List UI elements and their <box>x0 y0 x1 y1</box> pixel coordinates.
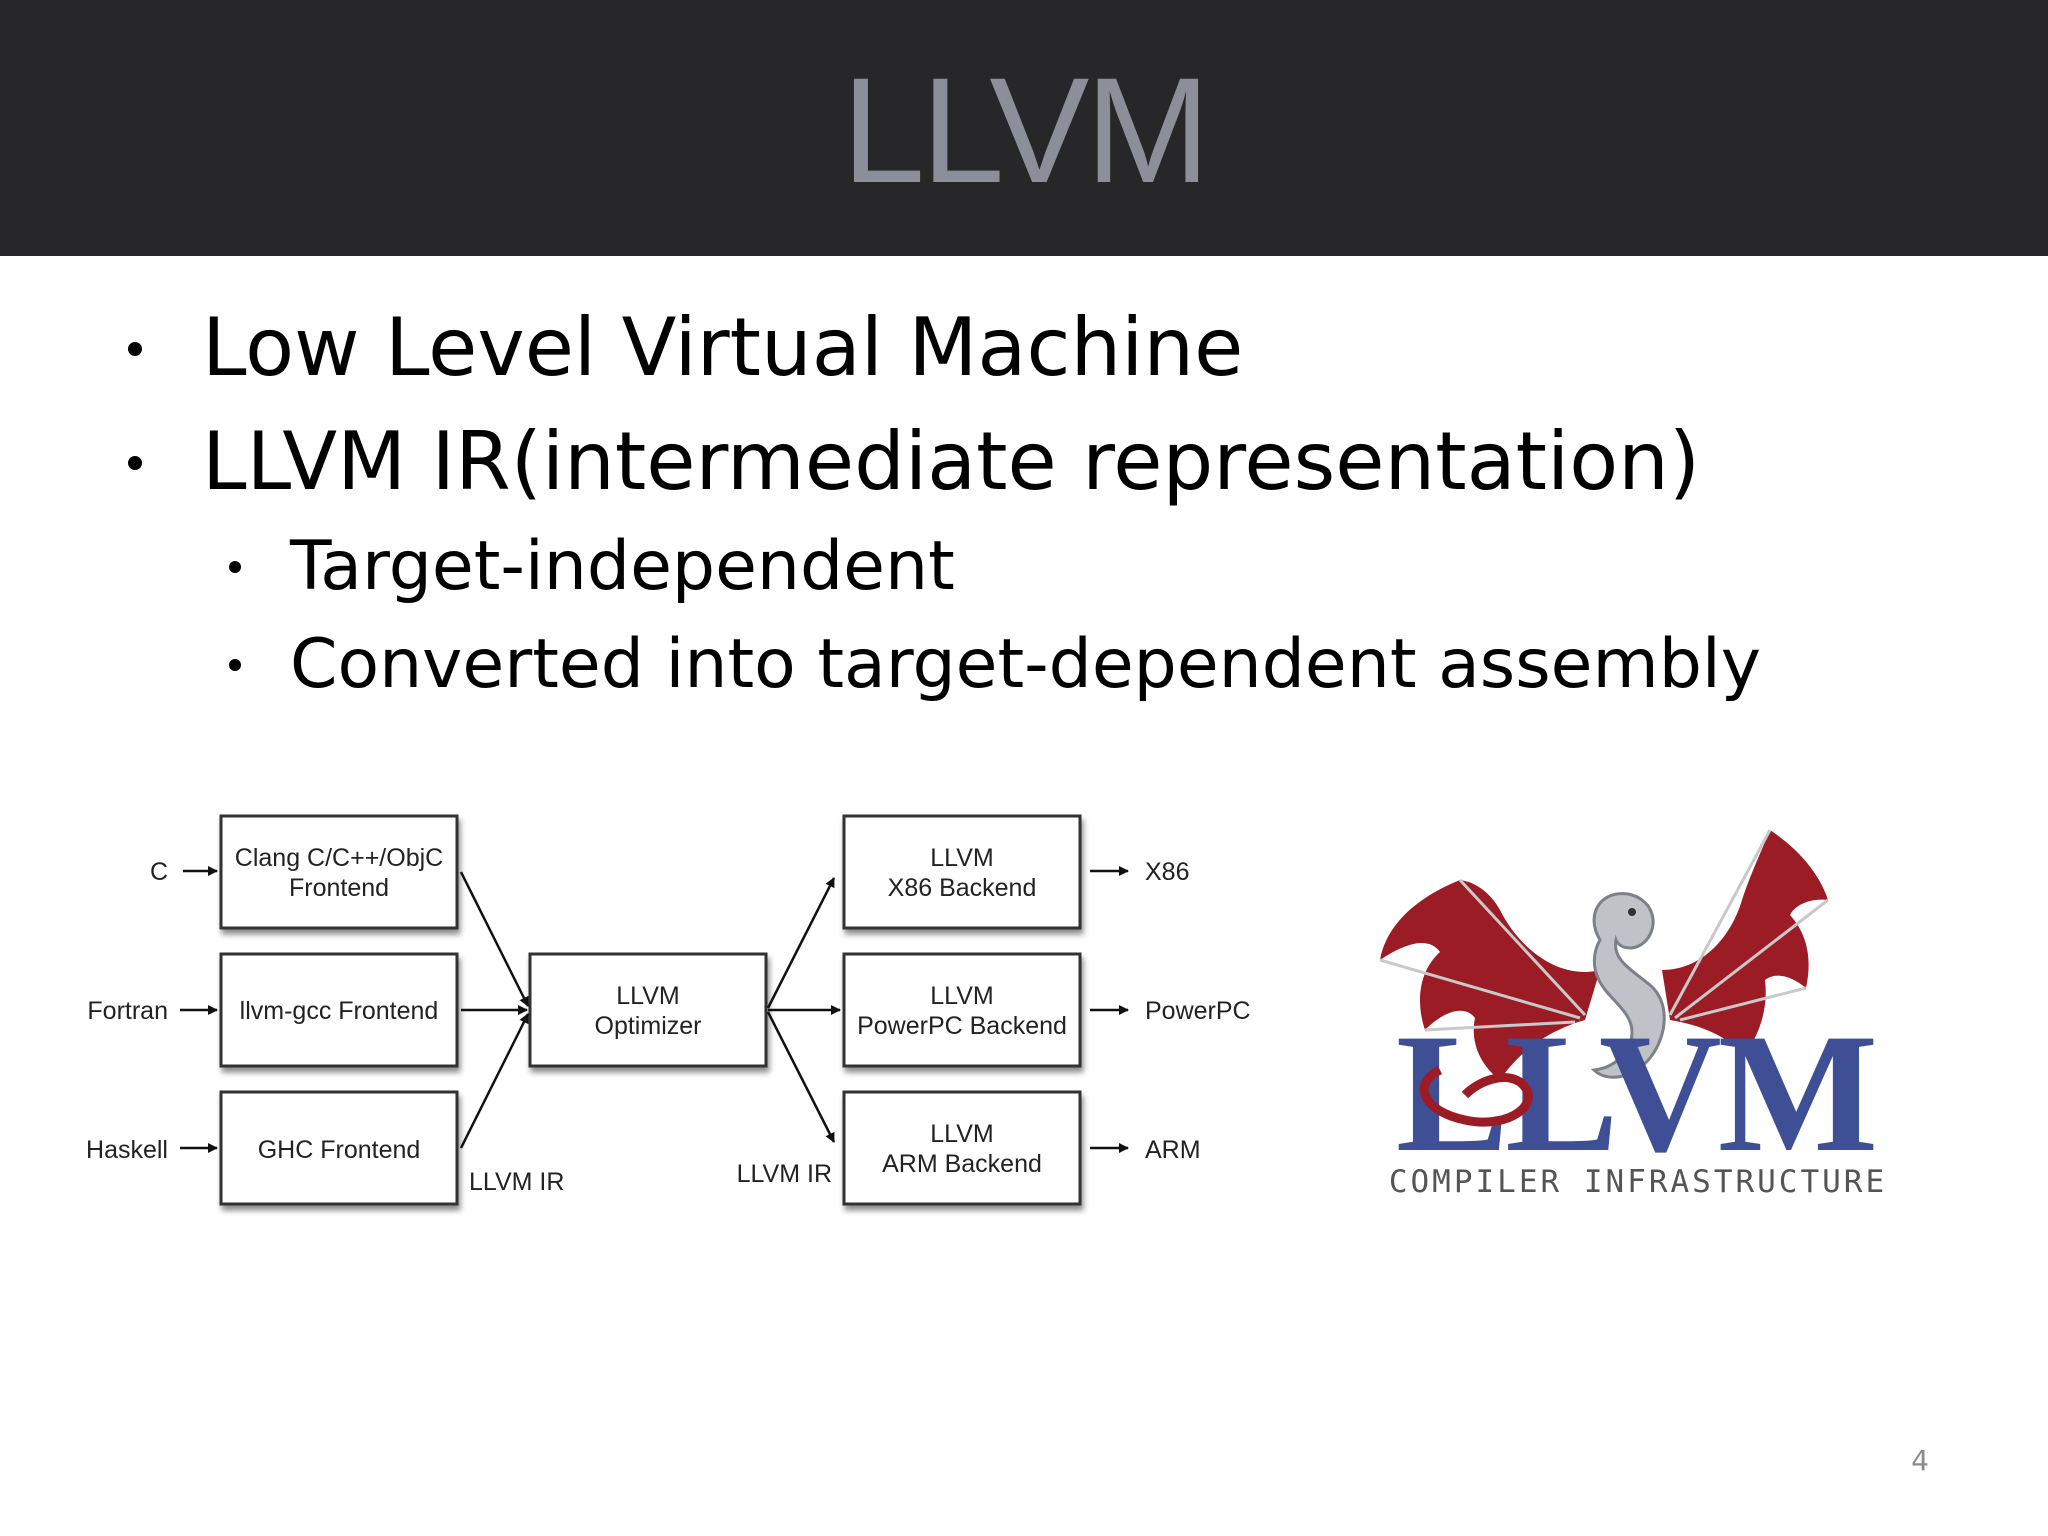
title-bar <box>0 0 2048 256</box>
bullet-2: LLVM IR(intermediate representation) <box>202 415 1701 508</box>
ir-label: LLVM IR <box>469 1168 564 1196</box>
dragon-wing-left-icon <box>1380 880 1600 1080</box>
arrow <box>459 1013 530 1149</box>
frontend-label: GHC Frontend <box>258 1136 421 1164</box>
wing-rib <box>1668 829 1829 1022</box>
frontend-box <box>219 814 459 930</box>
optimizer-label: LLVM <box>616 982 679 1010</box>
optimizer-box <box>528 952 768 1068</box>
arrow <box>766 1011 836 1143</box>
language-label: Fortran <box>87 997 168 1025</box>
sub-bullet-2: Converted into target-dependent assembly <box>290 625 1762 704</box>
target-label: X86 <box>1145 858 1189 886</box>
logo-swoosh <box>1419 1065 1533 1127</box>
slide-title: LLVM <box>841 46 1211 214</box>
backend-label: ARM Backend <box>882 1150 1042 1178</box>
backend-label: LLVM <box>930 1120 993 1148</box>
arrow <box>766 877 836 1009</box>
llvm-logo: LLVM COMPILER INFRASTRUCTURE <box>1379 829 1887 1200</box>
backend-label: LLVM <box>930 982 993 1010</box>
frontend-label: Clang C/C++/ObjC <box>235 844 443 872</box>
backend-label: X86 Backend <box>888 874 1037 902</box>
sub-bullet-dot <box>229 561 241 573</box>
sub-bullet-dot <box>229 659 241 671</box>
logo-tagline: COMPILER INFRASTRUCTURE <box>1389 1164 1887 1200</box>
sub-bullet-1: Target-independent <box>290 527 955 606</box>
bullet-dot <box>128 342 142 356</box>
backend-box <box>842 814 1082 930</box>
bullet-dot <box>128 456 142 470</box>
target-label: PowerPC <box>1145 997 1251 1025</box>
logo-wordmark: LLVM <box>1396 999 1874 1187</box>
dragon-body-icon <box>1590 892 1666 1079</box>
ir-label: LLVM IR <box>737 1160 832 1188</box>
arrow <box>459 871 530 1007</box>
backend-box <box>842 1090 1082 1206</box>
backend-label: PowerPC Backend <box>857 1012 1067 1040</box>
optimizer-label: Optimizer <box>595 1012 702 1040</box>
dragon-wing-right-icon <box>1662 830 1828 1055</box>
dragon-eye-icon <box>1628 908 1636 916</box>
frontend-box <box>219 952 459 1068</box>
frontend-label: Frontend <box>289 874 389 902</box>
wing-rib <box>1379 878 1587 1032</box>
bullet-1: Low Level Virtual Machine <box>202 301 1244 394</box>
language-label: Haskell <box>86 1136 168 1164</box>
frontend-box <box>219 1090 459 1206</box>
backend-box <box>842 952 1082 1068</box>
frontend-label: llvm-gcc Frontend <box>240 997 439 1025</box>
page-number: 4 <box>1911 1444 1929 1477</box>
target-label: ARM <box>1145 1136 1201 1164</box>
language-label: C <box>150 858 168 886</box>
backend-label: LLVM <box>930 844 993 872</box>
